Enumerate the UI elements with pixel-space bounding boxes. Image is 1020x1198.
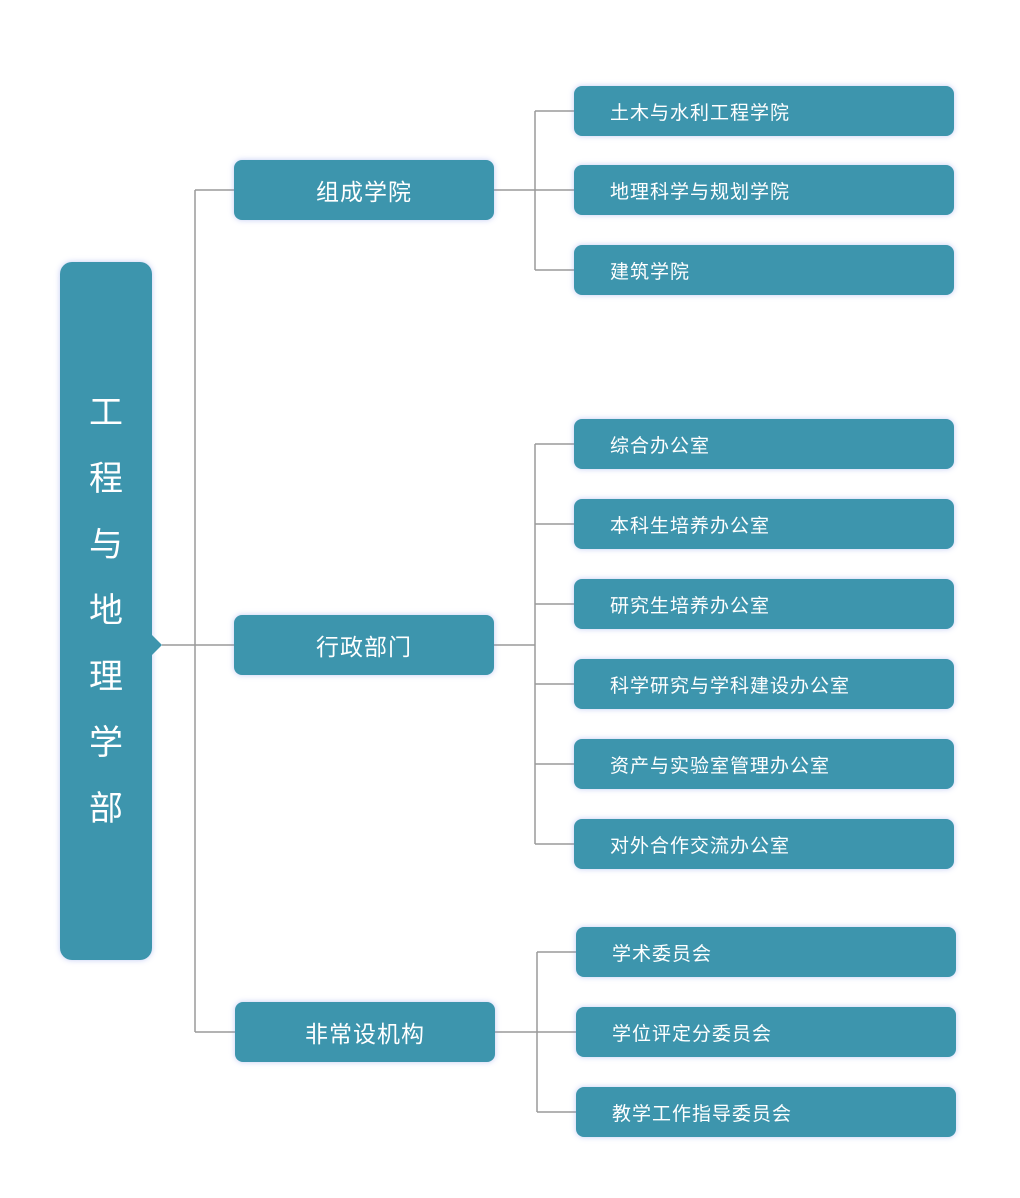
root-arrow-icon	[152, 635, 162, 655]
leaf-node: 对外合作交流办公室	[574, 819, 954, 869]
group-node-admin: 行政部门	[234, 615, 494, 675]
leaf-node: 建筑学院	[574, 245, 954, 295]
root-node: 工程与地理学部	[60, 262, 152, 960]
leaf-node: 教学工作指导委员会	[576, 1087, 956, 1137]
group-node-colleges: 组成学院	[234, 160, 494, 220]
leaf-node: 土木与水利工程学院	[574, 86, 954, 136]
leaf-node: 研究生培养办公室	[574, 579, 954, 629]
leaf-node: 综合办公室	[574, 419, 954, 469]
leaf-node: 学术委员会	[576, 927, 956, 977]
leaf-node: 资产与实验室管理办公室	[574, 739, 954, 789]
leaf-node: 本科生培养办公室	[574, 499, 954, 549]
group-node-nonstanding: 非常设机构	[235, 1002, 495, 1062]
leaf-node: 科学研究与学科建设办公室	[574, 659, 954, 709]
leaf-node: 地理科学与规划学院	[574, 165, 954, 215]
root-title: 工程与地理学部	[89, 393, 123, 829]
leaf-node: 学位评定分委员会	[576, 1007, 956, 1057]
